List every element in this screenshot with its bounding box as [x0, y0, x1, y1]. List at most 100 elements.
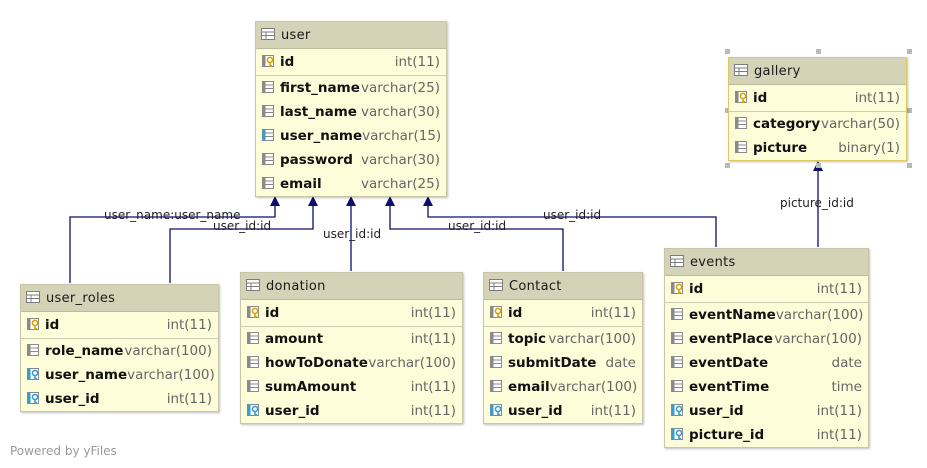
field-type: varchar(100)	[775, 307, 864, 323]
field-type: varchar(30)	[360, 152, 440, 168]
edge-contact-userid[interactable]	[389, 205, 564, 271]
field-type: varchar(100)	[549, 379, 638, 395]
table-icon	[489, 277, 503, 296]
field-name: submitDate	[508, 355, 597, 371]
arrowhead	[270, 196, 280, 206]
table-header[interactable]: donation	[241, 273, 462, 300]
column-icon	[261, 103, 275, 122]
field-type: int(11)	[410, 403, 456, 419]
table-header[interactable]: Contact	[484, 273, 642, 300]
column-icon	[246, 378, 260, 397]
powered-by-label: Powered by yFiles	[10, 444, 117, 458]
table-icon	[246, 277, 260, 296]
field-name: user_id	[265, 403, 320, 419]
edge-events-userid[interactable]	[427, 205, 717, 247]
table-icon	[26, 289, 40, 308]
column-icon	[489, 330, 503, 349]
foreign-key-icon	[670, 426, 684, 445]
table-header[interactable]: user_roles	[21, 285, 218, 312]
column-icon	[246, 330, 260, 349]
table-header[interactable]: events	[665, 249, 868, 276]
table-header[interactable]: gallery	[729, 58, 906, 85]
table-icon	[734, 62, 748, 81]
column-icon	[489, 354, 503, 373]
field-name: user_name	[45, 367, 128, 383]
field-type: int(11)	[590, 403, 636, 419]
edge-label: picture_id:id	[780, 196, 854, 210]
field-name: topic	[508, 331, 547, 347]
column-icon	[734, 115, 748, 134]
foreign-key-icon	[670, 402, 684, 421]
field-name: last_name	[280, 104, 357, 120]
field-name: eventName	[689, 307, 776, 323]
table-icon	[261, 26, 275, 45]
field-type: varchar(100)	[368, 355, 456, 371]
column-icon	[670, 354, 684, 373]
field-type: varchar(100)	[127, 367, 215, 383]
field-type: varchar(30)	[360, 104, 440, 120]
primary-key-icon	[489, 304, 503, 323]
selection-handles[interactable]	[725, 49, 912, 168]
edge-userroles-username[interactable]	[69, 205, 276, 283]
table-icon	[670, 253, 684, 272]
primary-key-icon	[734, 89, 748, 108]
edge-userroles-userid[interactable]	[169, 205, 314, 283]
field-row[interactable]: picture binary(1)	[729, 136, 906, 160]
field-row[interactable]: user_id int(11)	[241, 399, 462, 423]
table-header[interactable]: user	[256, 22, 446, 49]
field-name: eventTime	[689, 379, 770, 395]
field-name: picture_id	[689, 427, 765, 443]
field-name: email	[280, 176, 322, 192]
foreign-key-icon	[489, 402, 503, 421]
arrowhead	[385, 196, 395, 206]
field-type: varchar(50)	[820, 116, 900, 132]
field-name: eventPlace	[689, 331, 773, 347]
column-icon	[261, 79, 275, 98]
field-name: howToDonate	[265, 355, 368, 371]
arrowhead	[308, 196, 318, 206]
field-type: int(11)	[410, 379, 456, 395]
field-type: int(11)	[410, 305, 456, 321]
field-type: int(11)	[410, 331, 456, 347]
field-name: user_id	[45, 391, 100, 407]
field-name: picture	[753, 140, 808, 156]
column-icon	[261, 175, 275, 194]
field-type: binary(1)	[838, 140, 900, 156]
column-icon	[734, 139, 748, 158]
edge-label: user_id:id	[448, 219, 507, 233]
